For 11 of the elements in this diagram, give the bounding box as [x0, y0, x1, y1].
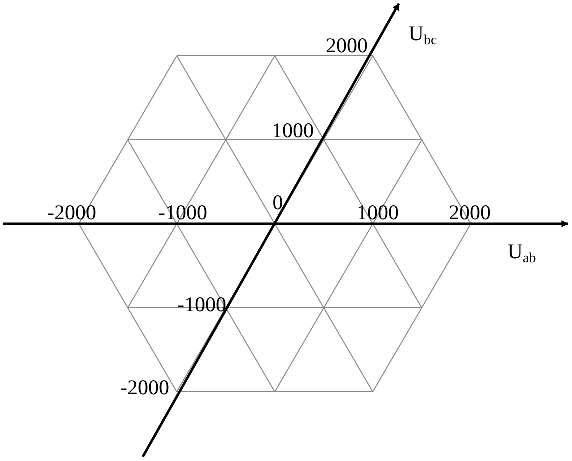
tick-label: 1000	[357, 202, 399, 224]
axis-label: U$_{bc}$	[408, 24, 438, 48]
tick-label: 1000	[272, 120, 314, 142]
tick-label: 2000	[326, 36, 368, 56]
tick-label: -2000	[48, 202, 96, 224]
tick-label: 2000	[449, 202, 491, 224]
tick-label: -1000	[178, 294, 226, 316]
tick-label: 0	[272, 192, 284, 214]
tick-label: -1000	[158, 202, 208, 224]
tick-label: -2000	[120, 378, 170, 398]
axis-label: U$_{ab}$	[508, 242, 536, 266]
